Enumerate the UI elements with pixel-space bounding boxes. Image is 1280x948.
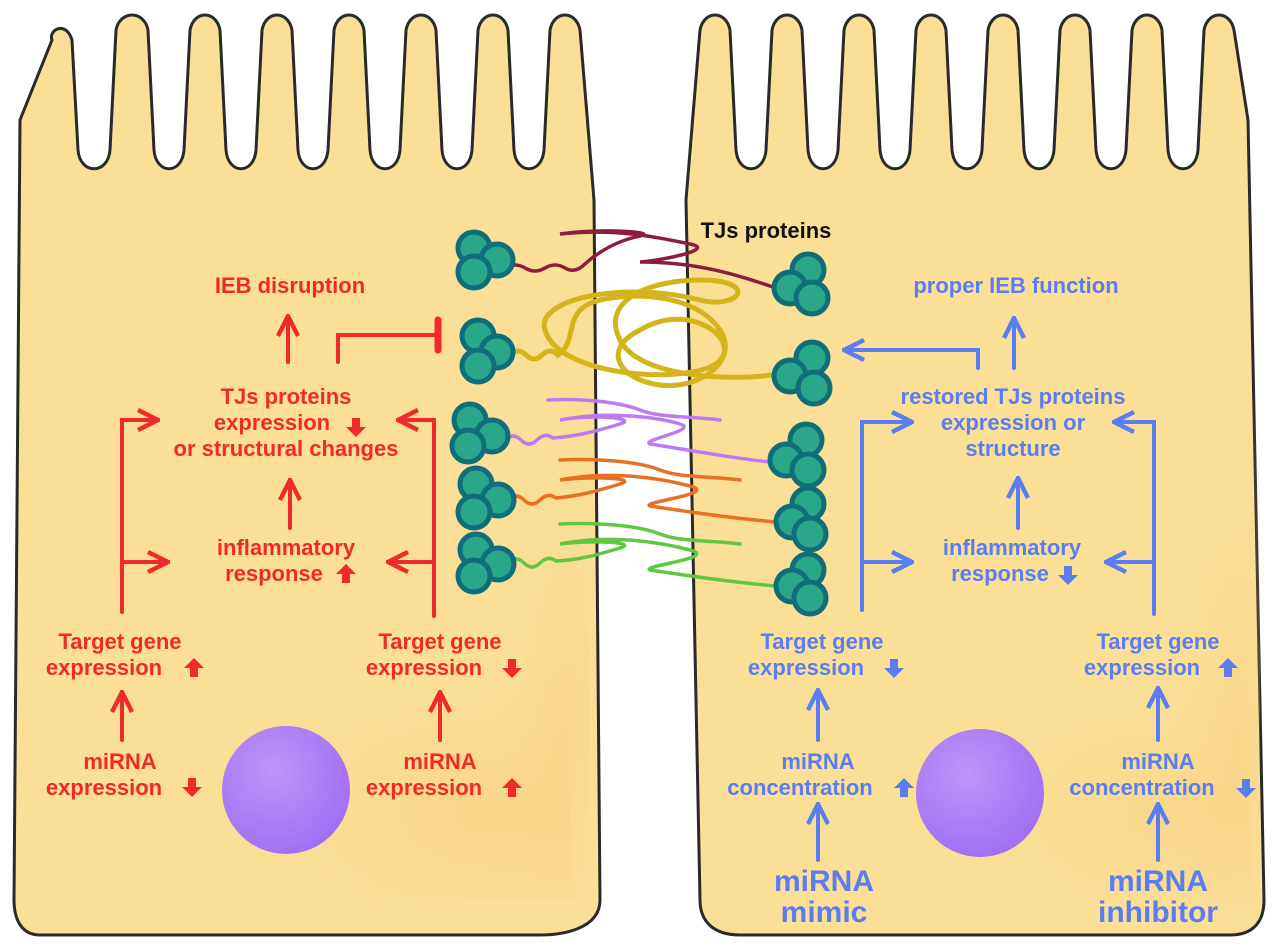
tj-blob	[771, 339, 833, 407]
conc-left-line2: concentration	[727, 775, 872, 800]
down-arrow-icon	[1236, 779, 1256, 798]
inflammatory-line2: response	[951, 561, 1049, 586]
target-gene-left-line2: expression	[748, 655, 864, 680]
up-arrow-icon	[184, 658, 204, 677]
down-arrow-icon	[1058, 566, 1078, 585]
strand-green	[506, 521, 778, 588]
up-arrow-icon	[894, 778, 914, 797]
target-gene-right-line2: expression	[366, 655, 482, 680]
target-gene-left-line1: Target gene	[760, 629, 883, 654]
left-labels: IEB disruption TJs proteins expression o…	[46, 273, 522, 800]
tj-changes-line1: TJs proteins	[221, 384, 352, 409]
tj-blob	[459, 317, 516, 385]
tj-changes-line2: expression	[214, 410, 330, 435]
arrow-branch-right	[400, 420, 436, 618]
tj-proteins-label: TJs proteins	[701, 218, 832, 243]
target-gene-left-line1: Target gene	[58, 629, 181, 654]
down-arrow-icon	[346, 418, 366, 437]
strand-yellow	[507, 277, 773, 389]
tj-blob	[455, 465, 517, 531]
down-arrow-icon	[884, 659, 904, 678]
mimic-line2: mimic	[781, 896, 868, 929]
tj-blob	[771, 251, 831, 317]
inhibitor-line2: inhibitor	[1098, 896, 1218, 929]
restored-tj-line3: structure	[965, 436, 1060, 461]
target-gene-left-line2: expression	[46, 655, 162, 680]
arrow-branch-right	[1116, 422, 1156, 616]
inflammatory-line2: response	[225, 561, 323, 586]
proper-ieb-label: proper IEB function	[913, 273, 1118, 298]
mirna-right-line1: miRNA	[403, 749, 476, 774]
target-gene-right-line1: Target gene	[1096, 629, 1219, 654]
tj-changes-line3: or structural changes	[174, 436, 399, 461]
arrow-branch-left	[860, 422, 910, 612]
strand-maroon	[503, 229, 778, 290]
down-arrow-icon	[182, 778, 202, 797]
mirna-left-line2: expression	[46, 775, 162, 800]
restored-tj-line1: restored TJs proteins	[901, 384, 1126, 409]
inflammatory-line1: inflammatory	[943, 535, 1082, 560]
inhibit-line	[336, 333, 438, 364]
mimic-line1: miRNA	[774, 865, 874, 898]
tj-strands	[503, 229, 778, 588]
arrow-branch-left	[120, 420, 156, 614]
right-labels: proper IEB function restored TJs protein…	[727, 273, 1256, 929]
mirna-left-line1: miRNA	[83, 749, 156, 774]
right-cell	[684, 13, 1266, 937]
tj-blob	[773, 485, 829, 553]
tj-blob	[767, 421, 827, 489]
left-cell	[12, 13, 602, 937]
inflammatory-line1: inflammatory	[217, 535, 356, 560]
tj-blob	[773, 551, 829, 617]
tj-blob	[449, 401, 511, 465]
arrow-to-tj	[846, 350, 980, 370]
mirna-right-line2: expression	[366, 775, 482, 800]
tj-blob	[455, 531, 517, 595]
right-nucleus	[916, 729, 1044, 857]
ieb-disruption-label: IEB disruption	[215, 273, 365, 298]
conc-right-line2: concentration	[1069, 775, 1214, 800]
target-gene-right-line1: Target gene	[378, 629, 501, 654]
target-gene-right-line2: expression	[1084, 655, 1200, 680]
strand-violet	[503, 397, 772, 464]
restored-tj-line2: expression or	[941, 410, 1086, 435]
tj-blob	[455, 229, 516, 291]
conc-left-line1: miRNA	[781, 749, 854, 774]
tj-blobs-left	[449, 229, 517, 595]
up-arrow-icon	[1218, 658, 1238, 677]
left-arrows	[120, 318, 440, 742]
conc-right-line1: miRNA	[1121, 749, 1194, 774]
up-arrow-icon	[502, 778, 522, 797]
right-arrows	[818, 320, 1158, 862]
down-arrow-icon	[502, 659, 522, 678]
up-arrow-icon	[336, 564, 356, 583]
inhibitor-line1: miRNA	[1108, 865, 1208, 898]
strand-orange	[506, 457, 778, 524]
tj-blobs-right	[767, 251, 833, 617]
left-nucleus	[222, 726, 350, 854]
